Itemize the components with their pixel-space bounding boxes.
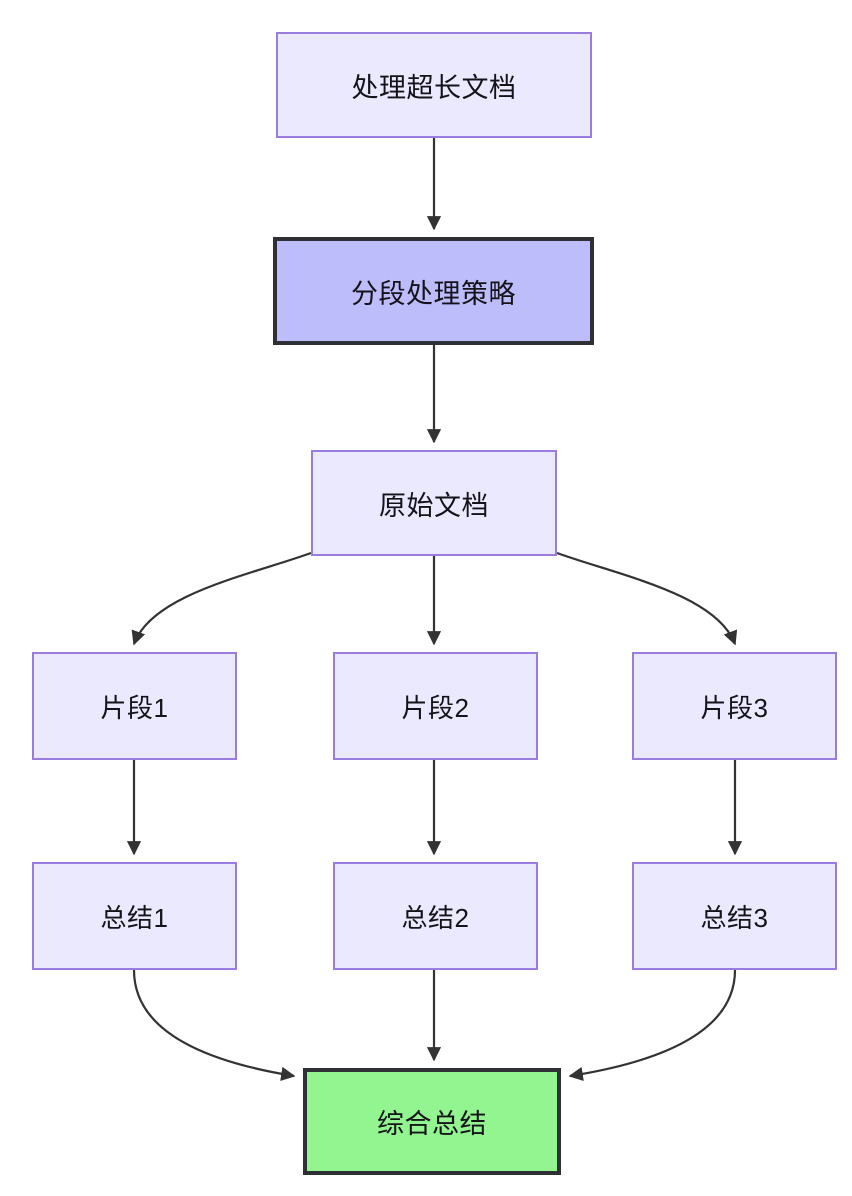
node-label: 片段1 [100,692,169,723]
node-summary-1[interactable]: 总结1 [32,862,237,970]
node-combined-summary[interactable]: 综合总结 [303,1068,561,1175]
node-label: 总结1 [100,902,169,933]
node-label: 片段3 [700,692,769,723]
node-label: 原始文档 [379,490,489,521]
node-label: 处理超长文档 [351,72,517,103]
edge-original-document-to-fragment-1 [131,551,312,646]
node-label: 总结2 [401,902,470,933]
node-fragment-2[interactable]: 片段2 [333,652,538,760]
node-label: 总结3 [700,902,769,933]
node-long-document[interactable]: 处理超长文档 [276,32,592,138]
node-label: 分段处理策略 [351,278,516,309]
node-fragment-3[interactable]: 片段3 [632,652,837,760]
node-fragment-1[interactable]: 片段1 [32,652,237,760]
node-chunking-strategy[interactable]: 分段处理策略 [273,237,594,345]
node-label: 片段2 [401,692,470,723]
node-summary-3[interactable]: 总结3 [632,862,837,970]
node-summary-2[interactable]: 总结2 [333,862,538,970]
node-original-document[interactable]: 原始文档 [311,450,557,556]
edge-summary-3-to-combined-summary [568,969,737,1082]
edge-summary-1-to-combined-summary [132,969,296,1081]
node-label: 综合总结 [377,1109,487,1139]
edge-original-document-to-fragment-3 [556,551,738,646]
